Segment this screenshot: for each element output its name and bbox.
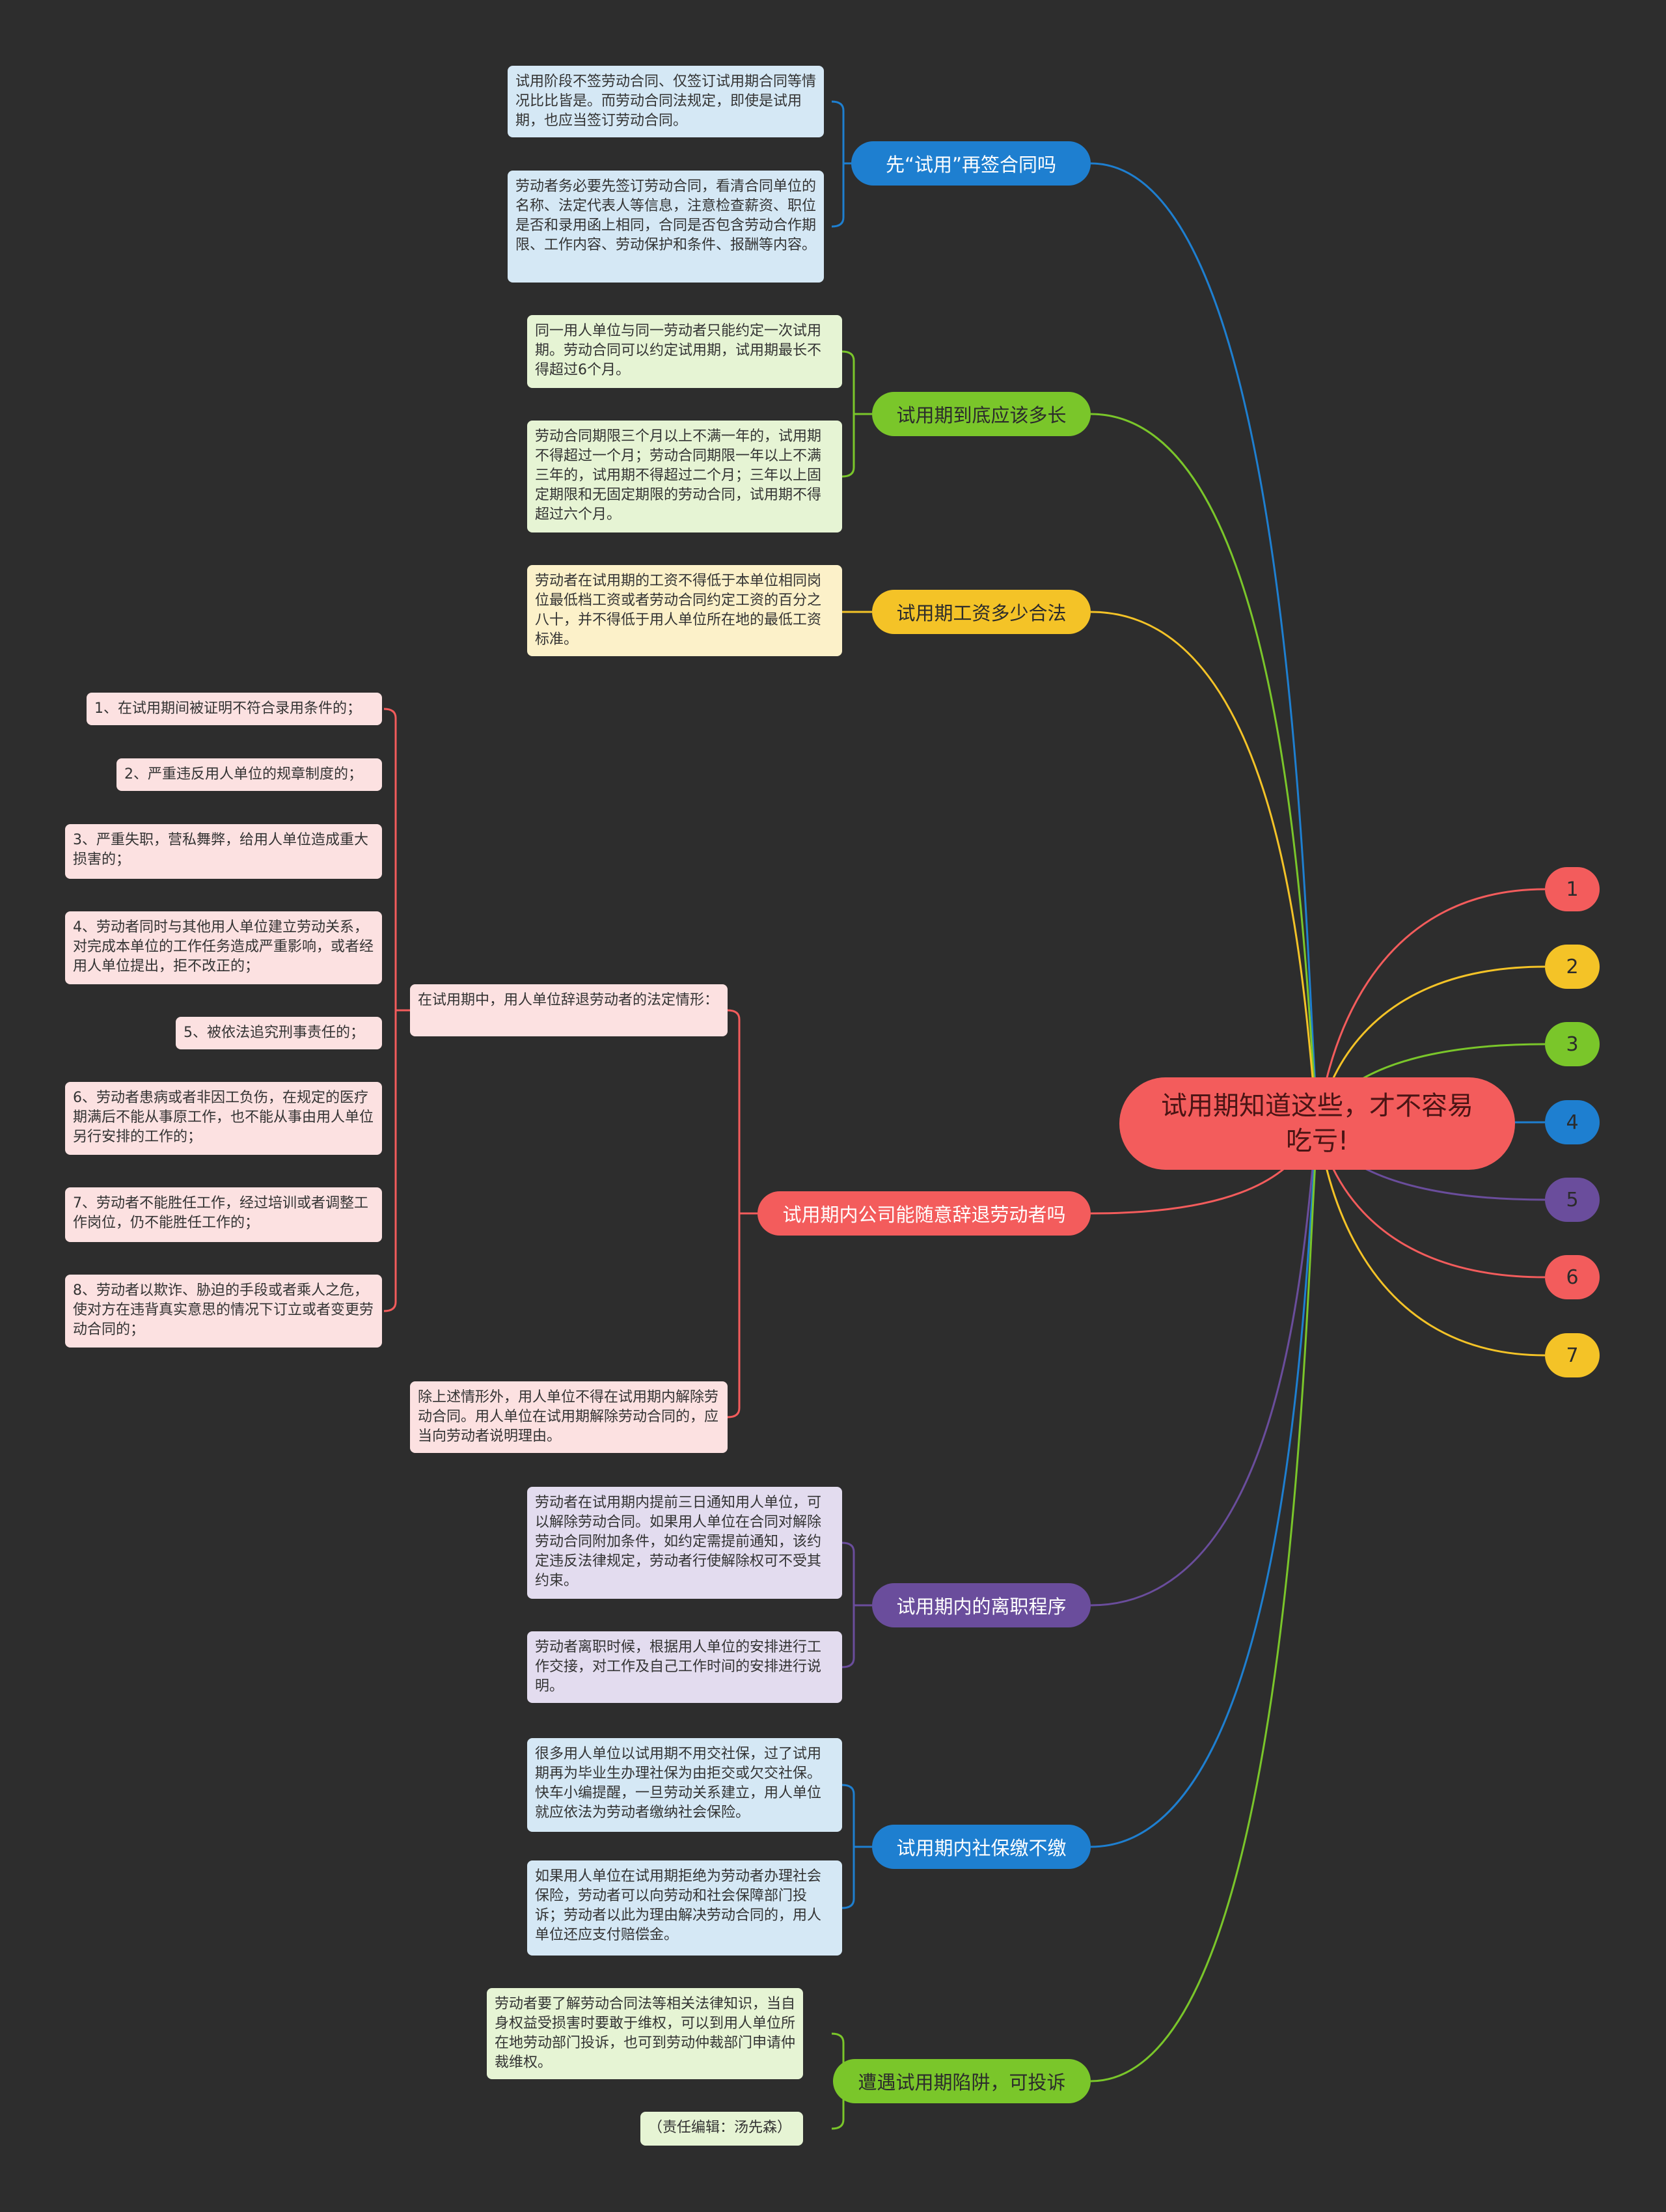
branch-2-note[interactable]: 劳动合同期限三个月以上不满一年的，试用期不得超过一个月；劳动合同期限一年以上不满… (527, 421, 842, 532)
branch-6-note[interactable]: 很多用人单位以试用期不用交社保，过了试用期再为毕业生办理社保为由拒交或欠交社保。… (527, 1738, 842, 1832)
branch-5-note[interactable]: 劳动者在试用期内提前三日通知用人单位，可以解除劳动合同。如果用人单位在合同对解除… (527, 1487, 842, 1599)
branch-5-note[interactable]: 劳动者离职时候，根据用人单位的安排进行工作交接，对工作及自己工作时间的安排进行说… (527, 1631, 842, 1703)
branch-link-1 (1090, 162, 1319, 1125)
dismissal-condition-item[interactable]: 2、严重违反用人单位的规章制度的； (116, 758, 382, 791)
branch-link-7 (1090, 1124, 1319, 2082)
dismissal-condition-item[interactable]: 3、严重失职，营私舞弊，给用人单位造成重大损害的； (65, 824, 382, 879)
branch-3-note[interactable]: 劳动者在试用期的工资不得低于本单位相同岗位最低档工资或者劳动合同约定工资的百分之… (527, 565, 842, 656)
branch-2-brace (841, 350, 855, 478)
numbered-topic-6[interactable]: 6 (1545, 1255, 1600, 1299)
branch-topic-2[interactable]: 试用期到底应该多长 (872, 392, 1091, 436)
branch-6-note[interactable]: 如果用人单位在试用期拒绝为劳动者办理社会保险，劳动者可以向劳动和社会保障部门投诉… (527, 1860, 842, 1956)
branch-topic-4[interactable]: 试用期内公司能随意辞退劳动者吗 (758, 1191, 1091, 1236)
branch-topic-1[interactable]: 先“试用”再签合同吗 (851, 141, 1091, 186)
branch-link-2 (1090, 413, 1319, 1125)
branch-topic-7[interactable]: 遭遇试用期陷阱，可投诉 (833, 2059, 1091, 2103)
branch-topic-5[interactable]: 试用期内的离职程序 (872, 1583, 1091, 1627)
conditions-brace (383, 708, 397, 1312)
branch-link-5 (1090, 1124, 1319, 1607)
dismissal-condition-item[interactable]: 4、劳动者同时与其他用人单位建立劳动关系，对完成本单位的工作任务造成严重影响，或… (65, 911, 382, 984)
branch-7-note[interactable]: 劳动者要了解劳动合同法等相关法律知识，当自身权益受损害时要敢于维权，可以到用人单… (487, 1988, 803, 2079)
branch-topic-6[interactable]: 试用期内社保缴不缴 (872, 1825, 1091, 1869)
numbered-topic-2[interactable]: 2 (1545, 945, 1600, 989)
branch-1-note[interactable]: 试用阶段不签劳动合同、仅签订试用期合同等情况比比皆是。而劳动合同法规定，即使是试… (508, 66, 824, 137)
branch-5-brace (841, 1541, 855, 1668)
branch-4-subtopic-2[interactable]: 除上述情形外，用人单位不得在试用期内解除劳动合同。用人单位在试用期解除劳动合同的… (410, 1381, 728, 1453)
branch-4-subtopic-1[interactable]: 在试用期中，用人单位辞退劳动者的法定情形： (410, 984, 728, 1036)
numbered-topic-1[interactable]: 1 (1545, 867, 1600, 911)
branch-6-brace (841, 1784, 855, 1909)
dismissal-condition-item[interactable]: 7、劳动者不能胜任工作，经过培训或者调整工作岗位，仍不能胜任工作的； (65, 1187, 382, 1242)
dismissal-condition-item[interactable]: 5、被依法追究刑事责任的； (176, 1017, 382, 1049)
branch-topic-3[interactable]: 试用期工资多少合法 (872, 590, 1091, 634)
numbered-topic-7[interactable]: 7 (1545, 1333, 1600, 1377)
branch-link-3 (1090, 611, 1319, 1125)
dismissal-condition-item[interactable]: 8、劳动者以欺诈、胁迫的手段或者乘人之危，使对方在违背真实意思的情况下订立或者变… (65, 1275, 382, 1348)
dismissal-condition-item[interactable]: 6、劳动者患病或者非因工负伤，在规定的医疗期满后不能从事原工作，也不能从事由用人… (65, 1082, 382, 1155)
root-topic[interactable]: 试用期知道这些，才不容易吃亏! (1119, 1077, 1515, 1170)
branch-1-brace (831, 100, 845, 228)
branch-7-note[interactable]: （责任编辑：汤先森） (640, 2112, 803, 2146)
branch-1-note[interactable]: 劳动者务必要先签订劳动合同，看清合同单位的名称、法定代表人等信息，注意检查薪资、… (508, 171, 824, 283)
numbered-topic-4[interactable]: 4 (1545, 1100, 1600, 1144)
numbered-topic-5[interactable]: 5 (1545, 1178, 1600, 1222)
branch-2-note[interactable]: 同一用人单位与同一劳动者只能约定一次试用期。劳动合同可以约定试用期，试用期最长不… (527, 315, 842, 388)
branch-4-brace (727, 1009, 741, 1418)
branch-link-6 (1090, 1124, 1319, 1848)
numbered-topic-3[interactable]: 3 (1545, 1022, 1600, 1066)
dismissal-condition-item[interactable]: 1、在试用期间被证明不符合录用条件的； (87, 693, 382, 725)
